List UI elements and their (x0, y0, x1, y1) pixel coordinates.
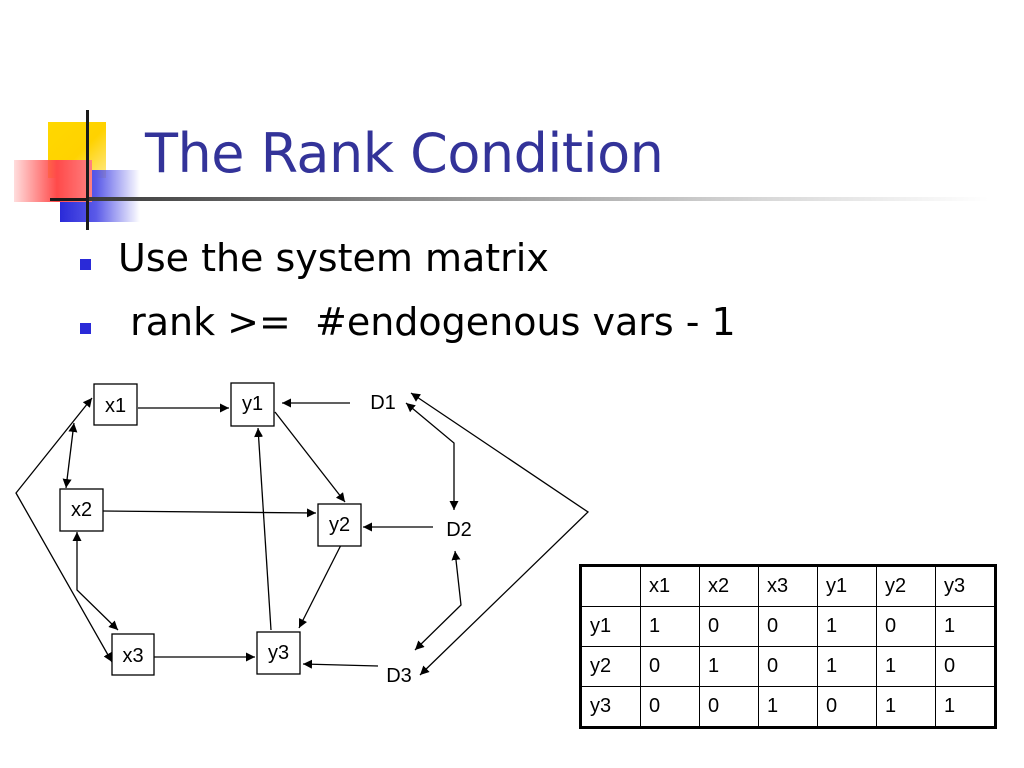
table-cell: 0 (935, 646, 996, 687)
logo-vertical-line (86, 110, 89, 230)
node-box-x1 (93, 383, 138, 426)
edge-d1-d3 (410, 392, 590, 676)
edge-x1-x2 (62, 422, 78, 489)
table-row-label: y2 (580, 646, 641, 687)
node-box-y2 (317, 503, 362, 547)
table-cell: 0 (699, 606, 759, 647)
table-cell: 0 (699, 686, 759, 728)
table-cell: 1 (640, 606, 700, 647)
edge-d1-d2 (405, 402, 459, 510)
table-cell: 0 (817, 686, 877, 728)
table-cell: 1 (876, 686, 936, 728)
node-label-d1: D1 (370, 392, 396, 414)
system-matrix-table: x1 x2 x3 y1 y2 y3 y1 1 0 0 1 0 1 y2 0 1 … (579, 564, 997, 729)
edge-x2-x3 (72, 532, 119, 631)
table-cell: 0 (640, 686, 700, 728)
edge-y3-y1 (254, 427, 272, 631)
edge-y2-y3 (298, 542, 343, 629)
edge-d3-y3 (302, 659, 379, 669)
table-header-cell: x2 (699, 565, 759, 607)
table-cell: 1 (817, 646, 877, 687)
title-underline (89, 197, 989, 201)
node-box-y1 (230, 382, 275, 427)
logo-red-bar (14, 160, 92, 202)
table-header-cell: y3 (935, 565, 996, 607)
table-cell: 0 (758, 646, 818, 687)
slide-title: The Rank Condition (145, 122, 664, 185)
node-label-y2: y2 (329, 514, 350, 536)
table-header-cell (580, 565, 641, 607)
table-header-cell: y2 (876, 565, 936, 607)
table-row-label: y3 (580, 686, 641, 728)
table-header-cell: x1 (640, 565, 700, 607)
bullet-square-icon (80, 259, 91, 270)
table-cell: 1 (758, 686, 818, 728)
bullet-text: Use the system matrix (118, 236, 549, 280)
table-cell: 0 (876, 606, 936, 647)
node-label-d2: D2 (446, 519, 472, 541)
edge-y1-y2 (274, 411, 346, 503)
node-box-x3 (111, 633, 155, 676)
table-cell: 1 (699, 646, 759, 687)
bullet-text: rank >= #endogenous vars - 1 (118, 300, 736, 344)
node-label-x2: x2 (71, 499, 92, 521)
node-box-y3 (256, 631, 301, 675)
node-label-y3: y3 (268, 642, 289, 664)
table-header-cell: x3 (758, 565, 818, 607)
table-row: y1 1 0 0 1 0 1 (580, 606, 996, 647)
table-row: y3 0 0 1 0 1 1 (580, 686, 996, 728)
table-header-cell: y1 (817, 565, 877, 607)
table-cell: 1 (935, 606, 996, 647)
edge-x2-y2 (102, 508, 317, 518)
node-label-x1: x1 (105, 395, 126, 417)
table-header-row: x1 x2 x3 y1 y2 y3 (580, 565, 996, 607)
node-label-y1: y1 (242, 393, 263, 415)
node-box-x2 (59, 488, 104, 532)
node-label-x3: x3 (122, 645, 143, 667)
table-cell: 1 (876, 646, 936, 687)
table-cell: 1 (935, 686, 996, 728)
bullet-square-icon (80, 323, 91, 334)
path-diagram: x1 x2 x3 y1 y2 y3 D1 D2 D3 (15, 382, 590, 687)
edge-d2-d3 (414, 550, 462, 651)
node-label-d3: D3 (386, 665, 412, 687)
table-cell: 1 (817, 606, 877, 647)
edge-x1-x3 (15, 397, 113, 663)
table-row: y2 0 1 0 1 1 0 (580, 646, 996, 687)
table-cell: 0 (758, 606, 818, 647)
table-row-label: y1 (580, 606, 641, 647)
table-cell: 0 (640, 646, 700, 687)
